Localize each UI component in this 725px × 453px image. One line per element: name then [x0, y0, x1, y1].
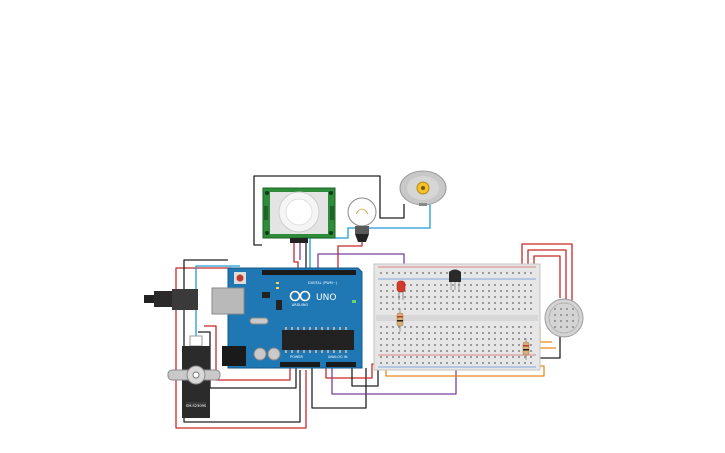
- crystal: [249, 317, 269, 325]
- servo-model: SM-S2309S: [186, 404, 207, 408]
- pir-sensor[interactable]: [262, 187, 336, 243]
- arduino-uno[interactable]: ARDUINO UNO DIGITAL (PWM~) POWER ANALOG …: [211, 267, 363, 369]
- servo-motor[interactable]: SM-S2309S: [167, 335, 221, 418]
- digital-label: DIGITAL (PWM~): [308, 281, 338, 285]
- arduino-brand: ARDUINO: [292, 303, 309, 307]
- wire-red-right-b[interactable]: [527, 249, 567, 300]
- capacitor-1: [253, 347, 267, 361]
- power-header[interactable]: [280, 362, 320, 367]
- digital-header[interactable]: [262, 270, 356, 275]
- dc-power-jack[interactable]: [144, 289, 198, 310]
- wire-black-left-outer[interactable]: [183, 259, 301, 423]
- wire-black-right[interactable]: [540, 336, 561, 359]
- transistor[interactable]: [449, 269, 461, 291]
- sound-sensor[interactable]: [544, 298, 584, 338]
- analog-header[interactable]: [326, 362, 356, 367]
- atmega-chip: [282, 330, 354, 350]
- wire-blue-motor[interactable]: [309, 204, 431, 270]
- arduino-logo-icon: [289, 290, 311, 302]
- resistor-2[interactable]: [522, 338, 530, 360]
- wire-red-left-outer[interactable]: [175, 267, 307, 429]
- wire-black-pir-motor[interactable]: [253, 175, 405, 246]
- wire-pir-lead-red[interactable]: [293, 242, 299, 270]
- dc-motor[interactable]: [399, 170, 447, 206]
- usb-port[interactable]: [211, 287, 245, 315]
- light-bulb[interactable]: [347, 197, 377, 242]
- wire-red-right-a[interactable]: [521, 243, 573, 304]
- capacitor-2: [267, 347, 281, 361]
- wire-blue-left[interactable]: [195, 265, 240, 346]
- wire-orange-c[interactable]: [385, 365, 545, 377]
- resistor-1[interactable]: [396, 308, 404, 332]
- barrel-jack[interactable]: [222, 346, 246, 366]
- led-red[interactable]: [396, 280, 406, 300]
- power-label: POWER: [290, 355, 304, 359]
- arduino-model: UNO: [316, 293, 336, 303]
- wire-black-bottom[interactable]: [311, 368, 367, 409]
- wire-purple-top[interactable]: [317, 253, 405, 270]
- analog-label: ANALOG IN: [328, 355, 348, 359]
